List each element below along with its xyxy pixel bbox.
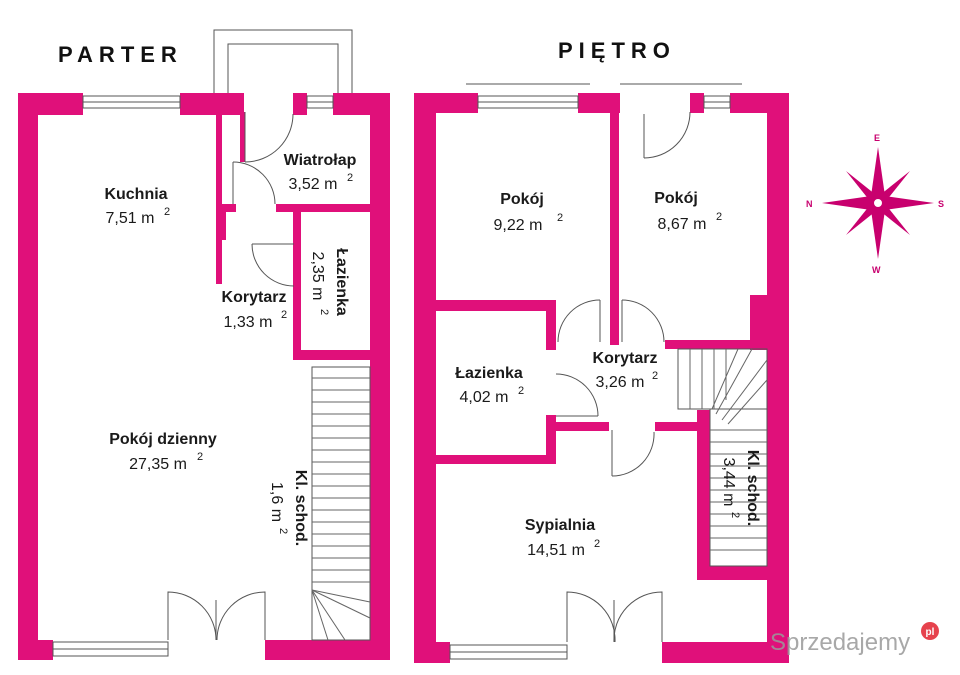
svg-text:Łazienka: Łazienka xyxy=(455,365,523,382)
compass-label-e: E xyxy=(874,133,880,143)
svg-text:2: 2 xyxy=(716,211,722,223)
svg-text:4,02 m: 4,02 m xyxy=(460,389,509,406)
svg-text:Łazienka: Łazienka xyxy=(333,248,350,316)
upper-floor-stairs xyxy=(689,348,768,551)
svg-text:Korytarz: Korytarz xyxy=(593,350,658,367)
svg-text:Pokój: Pokój xyxy=(500,191,544,208)
svg-text:14,51 m: 14,51 m xyxy=(527,542,585,559)
svg-text:7,51 m: 7,51 m xyxy=(106,210,155,227)
svg-text:2: 2 xyxy=(729,512,741,518)
room-label-corridor-ground: Korytarz 1,33 m 2 xyxy=(222,289,288,331)
svg-text:8,67 m: 8,67 m xyxy=(658,216,707,233)
upper-floor-title: PIĘTRO xyxy=(558,38,676,63)
room-label-staircase-ground: Kl. schod. 1,6 m 2 xyxy=(268,470,309,546)
svg-text:2: 2 xyxy=(277,528,289,534)
compass-label-s: S xyxy=(938,199,944,209)
watermark-logo: Sprzedajemy pl xyxy=(770,622,939,656)
svg-text:27,35 m: 27,35 m xyxy=(129,456,187,473)
room-label-bathroom-upper: Łazienka 4,02 m 2 xyxy=(455,365,524,406)
ground-floor-title: PARTER xyxy=(58,42,183,67)
svg-text:Kl. schod.: Kl. schod. xyxy=(744,450,761,526)
svg-text:Sypialnia: Sypialnia xyxy=(525,517,595,534)
svg-text:2: 2 xyxy=(164,206,170,218)
svg-text:Pokój dzienny: Pokój dzienny xyxy=(109,431,217,448)
svg-text:pl: pl xyxy=(926,627,935,638)
compass-label-n: N xyxy=(806,199,813,209)
svg-text:9,22 m: 9,22 m xyxy=(494,217,543,234)
room-label-kitchen: Kuchnia 7,51 m 2 xyxy=(104,186,170,227)
compass-label-w: W xyxy=(872,265,881,275)
room-label-corridor-upper: Korytarz 3,26 m 2 xyxy=(593,350,659,391)
room-label-bathroom-ground: Łazienka 2,35 m 2 xyxy=(309,248,350,316)
ground-floor-fixtures xyxy=(52,29,371,657)
room-label-room-2: Pokój 8,67 m 2 xyxy=(654,190,722,233)
svg-text:3,44 m: 3,44 m xyxy=(720,458,737,507)
svg-text:1,6 m: 1,6 m xyxy=(268,482,285,522)
svg-text:Kl. schod.: Kl. schod. xyxy=(292,470,309,546)
svg-text:Korytarz: Korytarz xyxy=(222,289,287,306)
svg-text:Wiatrołap: Wiatrołap xyxy=(284,152,357,169)
svg-text:2: 2 xyxy=(318,309,330,315)
svg-text:2: 2 xyxy=(594,538,600,550)
svg-text:2: 2 xyxy=(347,172,353,184)
compass-rose-icon xyxy=(822,147,934,259)
svg-text:Pokój: Pokój xyxy=(654,190,698,207)
upper-floor-walls xyxy=(414,93,789,663)
room-label-bedroom: Sypialnia 14,51 m 2 xyxy=(525,517,600,559)
room-label-staircase-upper: Kl. schod. 3,44 m 2 xyxy=(720,450,761,526)
svg-text:3,52 m: 3,52 m xyxy=(289,176,338,193)
svg-text:3,26 m: 3,26 m xyxy=(596,374,645,391)
room-label-room-1: Pokój 9,22 m 2 xyxy=(494,191,564,234)
room-label-living-room: Pokój dzienny 27,35 m 2 xyxy=(109,431,217,473)
svg-text:1,33 m: 1,33 m xyxy=(224,314,273,331)
ground-floor-walls xyxy=(18,93,390,660)
svg-text:2,35 m: 2,35 m xyxy=(309,252,326,301)
svg-text:Kuchnia: Kuchnia xyxy=(104,186,167,203)
svg-text:2: 2 xyxy=(197,451,203,463)
svg-text:2: 2 xyxy=(518,385,524,397)
room-label-vestibule: Wiatrołap 3,52 m 2 xyxy=(284,152,357,193)
svg-text:Sprzedajemy: Sprzedajemy xyxy=(770,629,910,656)
ground-floor-stairs xyxy=(311,377,371,641)
upper-floor-fixtures xyxy=(449,83,768,660)
svg-text:2: 2 xyxy=(557,212,563,224)
svg-text:2: 2 xyxy=(281,309,287,321)
svg-text:2: 2 xyxy=(652,370,658,382)
